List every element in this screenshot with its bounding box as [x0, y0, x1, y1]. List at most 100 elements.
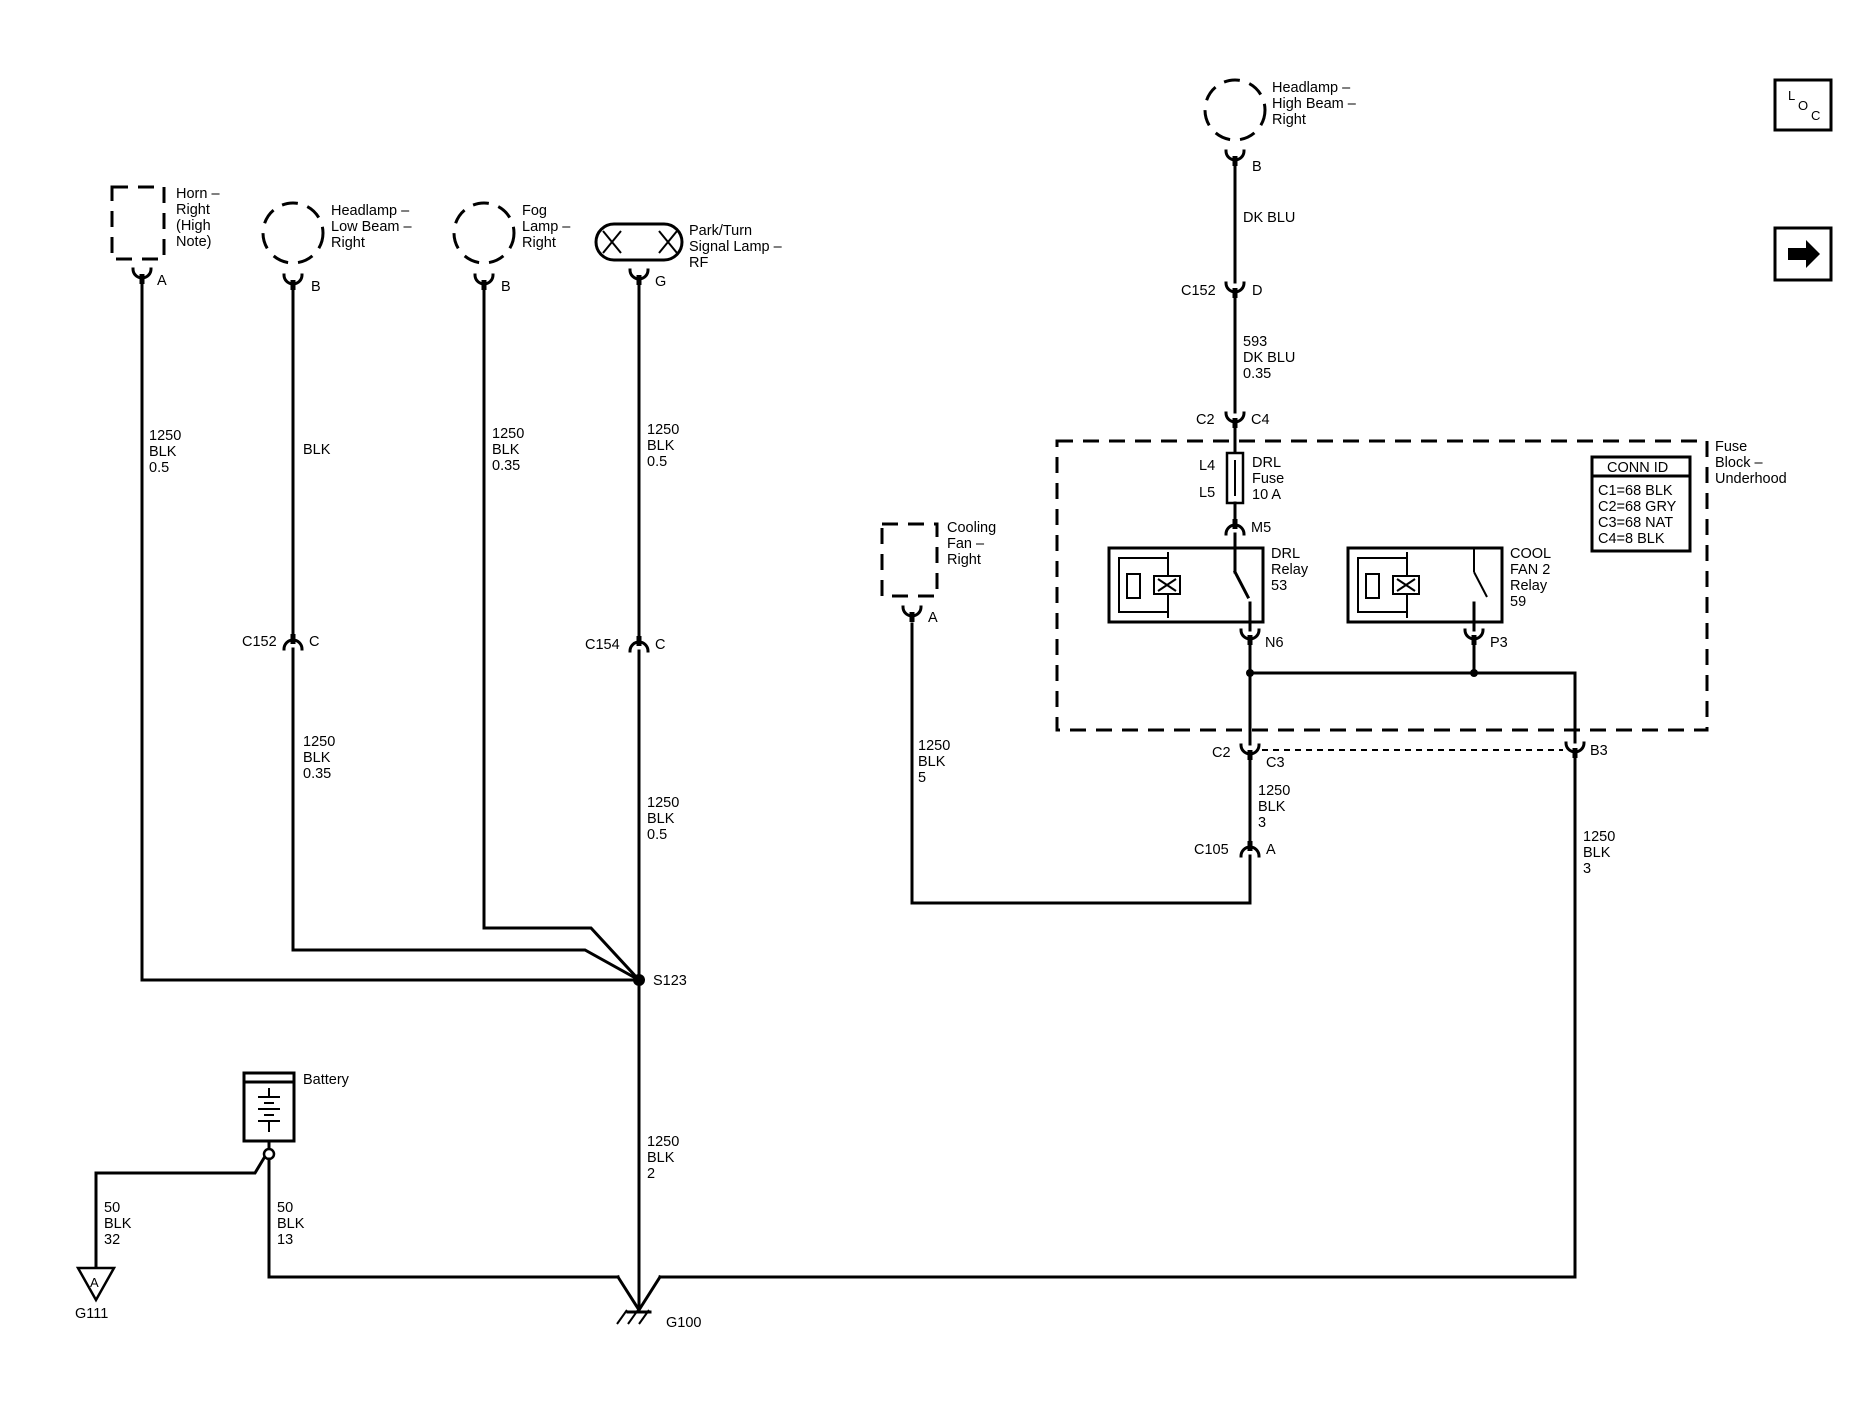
headlamp-high-beam-component: Headlamp – High Beam – Right	[1203, 78, 1357, 142]
svg-text:3: 3	[1258, 815, 1266, 831]
loc-button[interactable]: L O C	[1773, 78, 1833, 132]
c154-name: C154	[585, 637, 620, 653]
p3-label: P3	[1490, 635, 1508, 651]
conn-row: C3=68 NAT	[1598, 515, 1673, 531]
conn-id-table: CONN ID C1=68 BLK C2=68 GRY C3=68 NAT C4…	[1590, 455, 1692, 553]
battery-component: Battery	[242, 1071, 350, 1161]
wire-fan-label: 1250 BLK 5	[918, 738, 950, 786]
svg-text:BLK: BLK	[277, 1216, 305, 1232]
wire-high-lower-label: 593 DK BLU 0.35	[1243, 334, 1295, 382]
low-label-2: Low Beam –	[331, 219, 413, 235]
svg-text:59: 59	[1510, 594, 1526, 610]
conn-row: C2=68 GRY	[1598, 499, 1677, 515]
high-label-2: High Beam –	[1272, 96, 1357, 112]
c152-high-connector	[1226, 283, 1244, 298]
drl-relay: DRL Relay 53	[1107, 532, 1309, 632]
c2-top-label: C2	[1196, 412, 1215, 428]
c152-low-name: C152	[242, 634, 277, 650]
fog-lamp-component: Fog Lamp – Right	[452, 201, 571, 265]
conn-id-header: CONN ID	[1607, 460, 1668, 476]
g111-ground: A G111	[75, 1266, 117, 1322]
svg-text:Relay: Relay	[1510, 578, 1548, 594]
svg-text:BLK: BLK	[149, 444, 177, 460]
m5-connector	[1226, 519, 1244, 534]
c152-low-pin: C	[309, 634, 319, 650]
svg-text:Right: Right	[947, 552, 981, 568]
horn-label-4: Note)	[176, 234, 211, 250]
svg-text:1250: 1250	[303, 734, 335, 750]
svg-text:Relay: Relay	[1271, 562, 1309, 578]
svg-text:Cooling: Cooling	[947, 520, 996, 536]
high-pin-label: B	[1252, 159, 1262, 175]
svg-text:0.35: 0.35	[492, 458, 520, 474]
svg-text:A: A	[90, 1275, 99, 1290]
svg-text:DK BLU: DK BLU	[1243, 350, 1295, 366]
horn-label-2: Right	[176, 202, 210, 218]
svg-text:1250: 1250	[1258, 783, 1290, 799]
b3-connector	[1566, 743, 1584, 758]
s123-splice-dot	[633, 974, 645, 986]
horn-right-component: Horn – Right (High Note)	[110, 185, 220, 261]
g100-ground: G100	[615, 1274, 701, 1331]
high-label-3: Right	[1272, 112, 1306, 128]
c4-label: C4	[1251, 412, 1270, 428]
svg-text:593: 593	[1243, 334, 1267, 350]
wire-battery-left-label: 50 BLK 32	[104, 1200, 132, 1248]
c3-label: C3	[1266, 755, 1285, 771]
svg-text:BLK: BLK	[647, 438, 675, 454]
c2-bot-label: C2	[1212, 745, 1231, 761]
svg-text:2: 2	[647, 1166, 655, 1182]
svg-text:1250: 1250	[647, 422, 679, 438]
svg-text:0.35: 0.35	[1243, 366, 1271, 382]
svg-text:BLK: BLK	[918, 754, 946, 770]
loc-c-text: C	[1811, 108, 1820, 123]
wire-battery-right-label: 50 BLK 13	[277, 1200, 305, 1248]
svg-text:BLK: BLK	[104, 1216, 132, 1232]
s123-label: S123	[653, 973, 687, 989]
svg-text:0.5: 0.5	[149, 460, 169, 476]
svg-text:5: 5	[918, 770, 926, 786]
wire-park-upper-label: 1250 BLK 0.5	[647, 422, 679, 470]
svg-text:0.5: 0.5	[647, 827, 667, 843]
svg-text:0.35: 0.35	[303, 766, 331, 782]
conn-row: C1=68 BLK	[1598, 483, 1673, 499]
wire-b3-label: 1250 BLK 3	[1583, 829, 1615, 877]
high-connector	[1226, 151, 1244, 166]
next-page-arrow-icon[interactable]	[1773, 226, 1833, 282]
svg-text:1250: 1250	[1583, 829, 1615, 845]
park-label-1: Park/Turn	[689, 223, 752, 239]
svg-text:Fan –: Fan –	[947, 536, 985, 552]
park-turn-lamp-component: Park/Turn Signal Lamp – RF	[594, 222, 783, 271]
svg-text:BLK: BLK	[1583, 845, 1611, 861]
svg-text:1250: 1250	[647, 1134, 679, 1150]
fog-pin-label: B	[501, 279, 511, 295]
horn-connector	[133, 269, 151, 284]
c105-name: C105	[1194, 842, 1229, 858]
m5-label: M5	[1251, 520, 1271, 536]
c105-pin: A	[1266, 842, 1276, 858]
low-label-3: Right	[331, 235, 365, 251]
svg-text:3: 3	[1583, 861, 1591, 877]
svg-text:1250: 1250	[647, 795, 679, 811]
wire-horn-label: 1250 BLK 0.5	[149, 428, 181, 476]
c152-low-connector	[284, 634, 302, 649]
high-label-1: Headlamp –	[1272, 80, 1351, 96]
svg-text:10 A: 10 A	[1252, 487, 1281, 503]
park-pin-label: G	[655, 274, 666, 290]
svg-text:Fuse: Fuse	[1252, 471, 1284, 487]
svg-text:DRL: DRL	[1252, 455, 1281, 471]
low-connector	[284, 275, 302, 290]
wire-high-upper-label: DK BLU	[1243, 210, 1295, 226]
svg-text:1250: 1250	[918, 738, 950, 754]
svg-text:BLK: BLK	[1258, 799, 1286, 815]
svg-text:BLK: BLK	[647, 1150, 675, 1166]
cooling-fan-right-component: Cooling Fan – Right	[880, 520, 996, 598]
svg-text:BLK: BLK	[303, 750, 331, 766]
b3-label: B3	[1590, 743, 1608, 759]
park-label-3: RF	[689, 255, 708, 271]
conn-row: C4=8 BLK	[1598, 531, 1665, 547]
svg-text:13: 13	[277, 1232, 293, 1248]
wire-ground-main-label: 1250 BLK 2	[647, 1134, 679, 1182]
wire-park-lower-label: 1250 BLK 0.5	[647, 795, 679, 843]
c105-connector	[1241, 841, 1259, 856]
